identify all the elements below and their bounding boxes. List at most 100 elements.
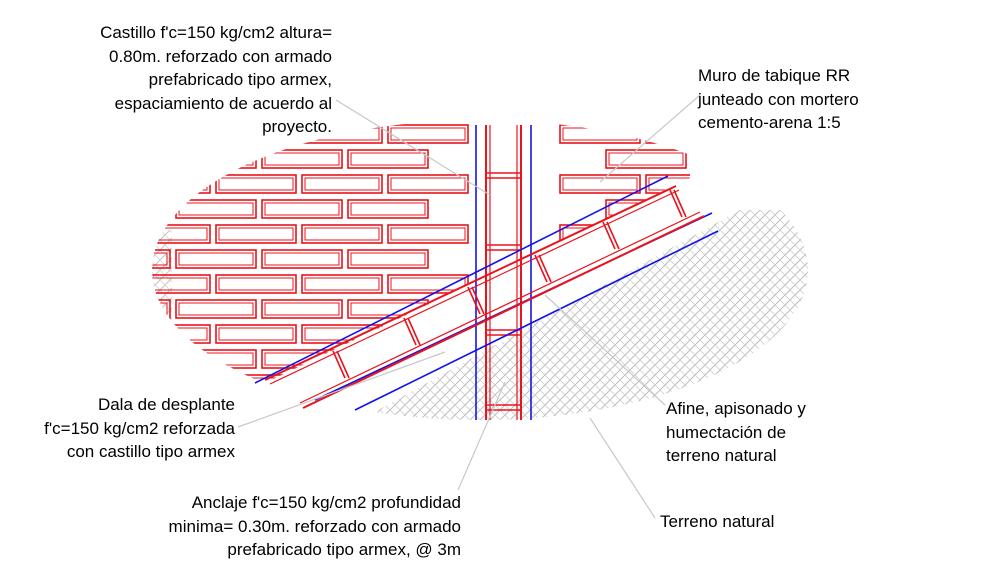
brick (152, 299, 171, 319)
brick-inner (178, 202, 254, 216)
beam-tie (467, 286, 481, 315)
brick-inner (264, 252, 340, 266)
brick-inner (304, 277, 380, 291)
label-castillo-line: Castillo f'c=150 kg/cm2 altura= (100, 23, 332, 42)
brick (152, 274, 211, 294)
brick-inner (304, 227, 380, 241)
brick (347, 249, 429, 269)
brick-inner (218, 377, 294, 391)
label-terreno-line: Terreno natural (660, 512, 775, 531)
brick-inner (218, 177, 294, 191)
brick-inner (218, 277, 294, 291)
brick-inner (152, 252, 168, 266)
dala-de-desplante (254, 175, 719, 411)
brick-inner (152, 302, 168, 316)
brick-inner (390, 277, 466, 291)
beam-tie (673, 189, 687, 218)
label-afine: Afine, apisonado y humectación de terren… (666, 397, 806, 468)
brick (301, 224, 383, 244)
beam-tie (602, 221, 616, 250)
brick (152, 149, 171, 169)
beam-tie (606, 221, 620, 250)
label-anclaje-line: prefabricado tipo armex, @ 3m (227, 540, 461, 559)
brick (152, 249, 171, 269)
brick-inner (178, 352, 254, 366)
beam-tie (336, 350, 350, 379)
brick-inner (152, 152, 168, 166)
brick (215, 324, 297, 344)
brick (301, 174, 383, 194)
beam-tie (332, 350, 346, 379)
brick-inner (178, 252, 254, 266)
label-afine-line: humectación de (666, 422, 787, 442)
brick (152, 224, 211, 244)
brick (175, 299, 257, 319)
brick (152, 349, 171, 369)
brick-inner (390, 127, 466, 141)
label-castillo-line: proyecto. (262, 117, 332, 136)
beam-tie (534, 254, 548, 283)
brick-inner (390, 177, 466, 191)
brick (301, 274, 383, 294)
brick (152, 374, 211, 394)
brick-inner (350, 202, 426, 216)
brick-inner (390, 227, 466, 241)
brick (347, 199, 429, 219)
brick (261, 299, 343, 319)
leader-muro (599, 94, 701, 183)
brick-inner (350, 252, 426, 266)
brick-inner (152, 177, 208, 191)
brick-inner (608, 152, 684, 166)
brick (261, 149, 343, 169)
beam-tie (538, 254, 552, 283)
brick (692, 150, 772, 168)
label-afine-line: terreno natural (666, 446, 777, 465)
brick (215, 174, 297, 194)
leader-terreno (589, 417, 656, 519)
brick (387, 174, 469, 194)
beam-tie (669, 189, 683, 218)
brick-inner (152, 352, 168, 366)
leader-afine (544, 294, 666, 406)
brick-inner (264, 202, 340, 216)
brick (387, 124, 469, 144)
brick (261, 249, 343, 269)
brick-inner (562, 127, 638, 141)
label-dala-line: Dala de desplante (97, 395, 235, 414)
brick-inner (304, 177, 380, 191)
leader-dala (237, 351, 446, 428)
brick-inner (178, 152, 254, 166)
beam-tie (471, 286, 485, 315)
beam-tie (407, 317, 421, 346)
label-castillo-line: 0.80m. reforzado con armado (108, 46, 332, 66)
brick (175, 149, 257, 169)
brick-inner (218, 327, 294, 341)
brick-inner (562, 177, 638, 191)
brick-inner (152, 227, 208, 241)
brick (387, 224, 469, 244)
brick-inner (152, 327, 208, 341)
label-muro-line: junteado con mortero (698, 89, 859, 109)
label-anclaje-line: Anclaje f'c=150 kg/cm2 profundidad (191, 493, 461, 512)
brick-inner (178, 302, 254, 316)
castillo-column (475, 125, 532, 420)
brick-inner (152, 377, 208, 391)
leader-lines (237, 94, 701, 519)
brick (215, 224, 297, 244)
label-afine-line: Afine, apisonado y (666, 399, 806, 418)
label-anclaje-line: minima= 0.30m. reforzado con armado (168, 516, 461, 536)
brick-inner (350, 152, 426, 166)
leader-anclaje (457, 381, 506, 491)
brick (559, 174, 641, 194)
brick-inner (152, 277, 208, 291)
label-anclaje: Anclaje f'c=150 kg/cm2 profundidad minim… (169, 491, 461, 562)
label-dala-line: f'c=150 kg/cm2 reforzada (44, 418, 235, 438)
brick (605, 149, 687, 169)
brick-inner (152, 202, 168, 216)
brick-inner (695, 153, 769, 165)
label-dala-line: con castillo tipo armex (66, 442, 235, 461)
label-muro-line: cemento-arena 1:5 (698, 113, 841, 132)
brick-inner (218, 227, 294, 241)
label-dala: Dala de desplante f'c=150 kg/cm2 reforza… (44, 393, 235, 464)
